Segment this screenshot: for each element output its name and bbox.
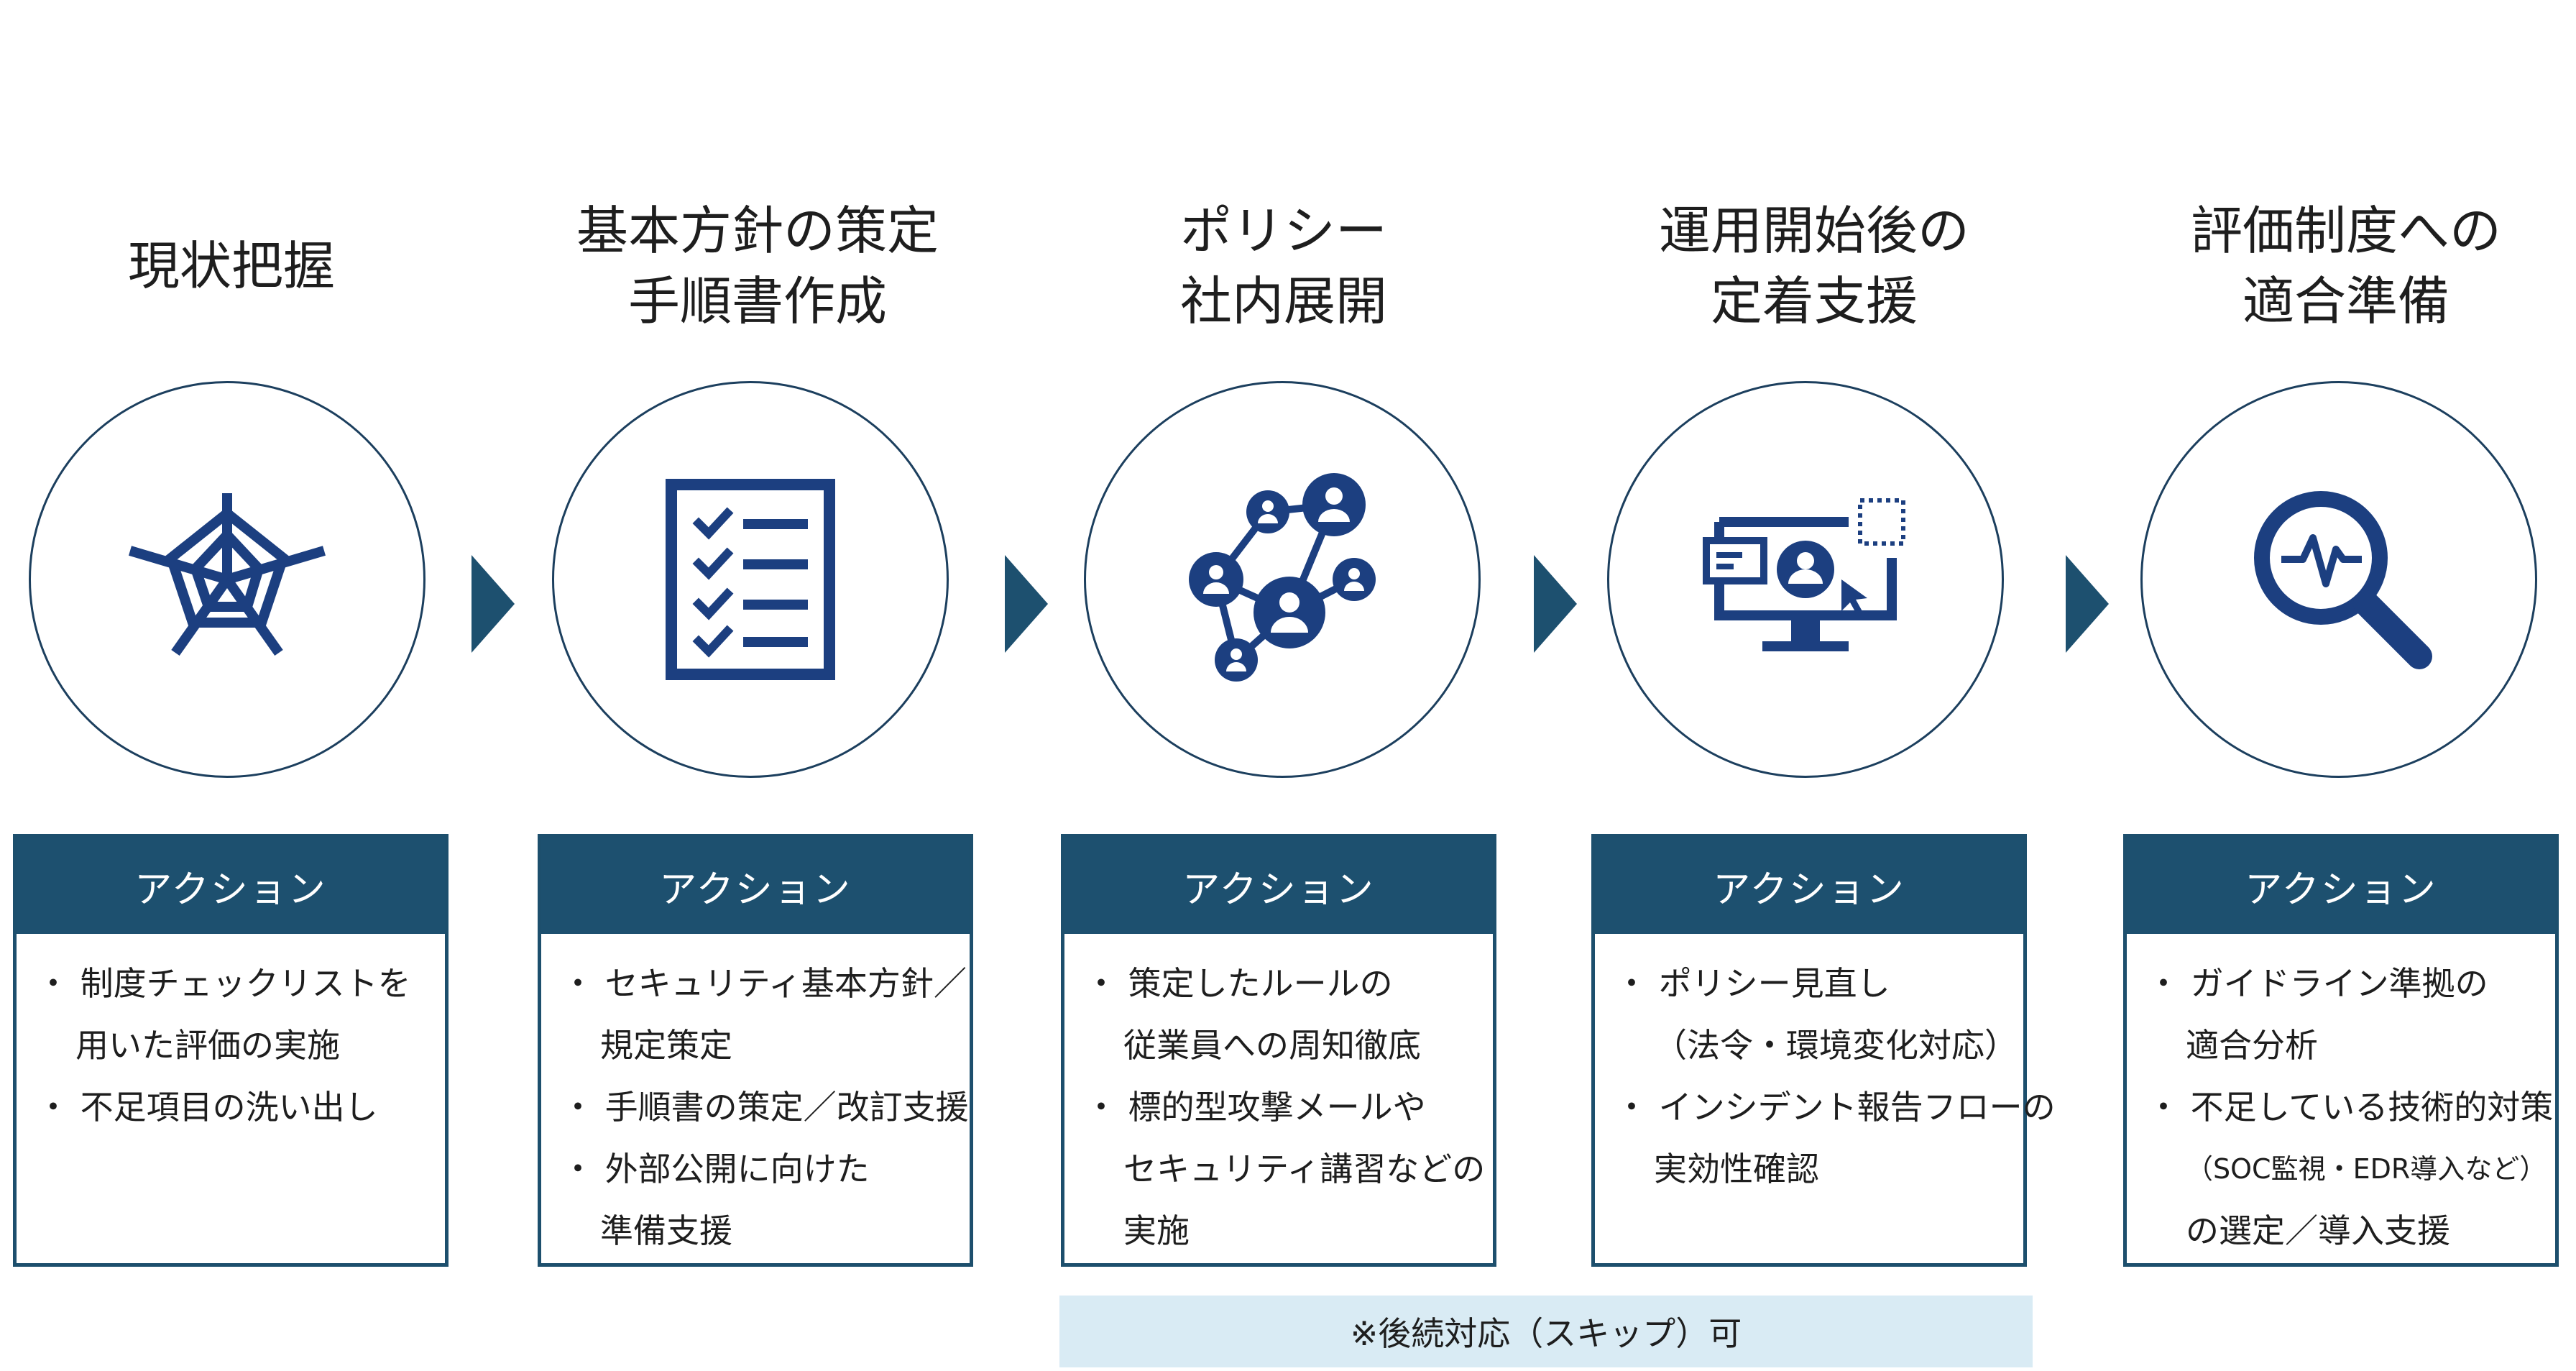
- step-icon-circle: [1607, 381, 2004, 778]
- step-title-line: 現状把握: [127, 236, 335, 296]
- flow-arrow: [2066, 555, 2109, 653]
- skip-note: ※後続対応（スキップ）可: [1059, 1296, 2033, 1367]
- flow-arrow: [1534, 555, 1577, 653]
- action-item: ・ 外部公開に向けた: [561, 1150, 870, 1188]
- action-item-cont: 準備支援: [600, 1211, 732, 1250]
- flow-arrow: [472, 555, 515, 653]
- action-item: ・ 不足項目の洗い出し: [37, 1088, 378, 1127]
- action-card-body: ・ 策定したルールの 従業員への周知徹底 ・ 標的型攻撃メールや セキュリティ講…: [1064, 934, 1493, 1262]
- monitor-user-icon: [1703, 498, 1905, 651]
- step-icon-circle: [29, 381, 426, 778]
- action-card: アクション ・ 策定したルールの 従業員への周知徹底 ・ 標的型攻撃メールや セ…: [1061, 834, 1496, 1267]
- step-icon-circle: [1084, 381, 1481, 778]
- action-card-header: アクション: [2127, 838, 2555, 934]
- action-item-cont: （法令・環境変化対応）: [1654, 1026, 2018, 1065]
- step-title-line: 社内展開: [1179, 271, 1387, 331]
- step-title: 現状把握: [9, 194, 454, 338]
- action-item: ・ 不足している技術的対策: [2147, 1088, 2554, 1127]
- flow-arrow: [1005, 555, 1048, 653]
- action-card-body: ・ ガイドライン準拠の 適合分析 ・ 不足している技術的対策 （SOC監視・ED…: [2127, 934, 2555, 1262]
- step-title: 基本方針の策定 手順書作成: [535, 194, 980, 338]
- action-card-header: アクション: [1595, 838, 2023, 934]
- action-item-cont: 用いた評価の実施: [75, 1026, 340, 1065]
- action-item-cont: （SOC監視・EDR導入など）: [2186, 1153, 2547, 1185]
- action-item: ・ セキュリティ基本方針／: [561, 964, 967, 1003]
- action-card-header: アクション: [1064, 838, 1493, 934]
- step-title: 運用開始後の 定着支援: [1591, 194, 2037, 338]
- action-item-cont: セキュリティ講習などの: [1123, 1150, 1486, 1188]
- action-item: ・ 制度チェックリストを: [37, 964, 411, 1003]
- people-network-icon: [1189, 473, 1376, 682]
- magnifier-pulse-icon: [2254, 491, 2432, 669]
- step-title: 評価制度への 適合準備: [2123, 194, 2569, 338]
- radar-chart-icon: [129, 493, 326, 656]
- action-card: アクション ・ ポリシー見直し （法令・環境変化対応） ・ インシデント報告フロ…: [1591, 834, 2056, 1267]
- step-title-line: ポリシー: [1179, 201, 1387, 261]
- action-item: ・ 標的型攻撃メールや: [1085, 1088, 1426, 1127]
- action-card: アクション ・ セキュリティ基本方針／ 規定策定 ・ 手順書の策定／改訂支援 ・…: [538, 834, 973, 1267]
- action-card-header: アクション: [17, 838, 445, 934]
- step-title-line: 基本方針の策定: [576, 201, 939, 261]
- checklist-icon: [666, 479, 835, 680]
- step-title: ポリシー 社内展開: [1061, 194, 1506, 338]
- action-item: ・ ガイドライン準拠の: [2147, 964, 2488, 1003]
- action-card-body: ・ ポリシー見直し （法令・環境変化対応） ・ インシデント報告フローの 実効性…: [1595, 934, 2056, 1200]
- action-card-header: アクション: [541, 838, 970, 934]
- action-item-cont: 実効性確認: [1654, 1150, 1819, 1188]
- step-icon-circle: [2140, 381, 2537, 778]
- action-card-body: ・ 制度チェックリストを 用いた評価の実施 ・ 不足項目の洗い出し: [17, 934, 445, 1138]
- action-item: ・ 手順書の策定／改訂支援: [561, 1088, 969, 1127]
- action-item-cont: 適合分析: [2186, 1026, 2318, 1065]
- step-title-line: 定着支援: [1710, 271, 1918, 331]
- step-title-line: 運用開始後の: [1658, 201, 1969, 261]
- action-card-body: ・ セキュリティ基本方針／ 規定策定 ・ 手順書の策定／改訂支援 ・ 外部公開に…: [541, 934, 970, 1262]
- action-item-cont: 実施: [1123, 1211, 1190, 1250]
- step-icon-circle: [552, 381, 949, 778]
- action-card: アクション ・ ガイドライン準拠の 適合分析 ・ 不足している技術的対策 （SO…: [2123, 834, 2559, 1267]
- step-title-line: 評価制度への: [2190, 201, 2501, 261]
- action-item-cont: 従業員への周知徹底: [1123, 1026, 1421, 1065]
- step-title-line: 手順書作成: [627, 271, 887, 331]
- action-item: ・ インシデント報告フローの: [1615, 1088, 2056, 1127]
- action-item-cont: の選定／導入支援: [2186, 1211, 2450, 1250]
- action-item: ・ ポリシー見直し: [1615, 964, 1890, 1003]
- step-title-line: 適合準備: [2242, 271, 2450, 331]
- action-item-cont: 規定策定: [600, 1026, 732, 1065]
- action-item: ・ 策定したルールの: [1085, 964, 1393, 1003]
- action-card: アクション ・ 制度チェックリストを 用いた評価の実施 ・ 不足項目の洗い出し: [13, 834, 448, 1267]
